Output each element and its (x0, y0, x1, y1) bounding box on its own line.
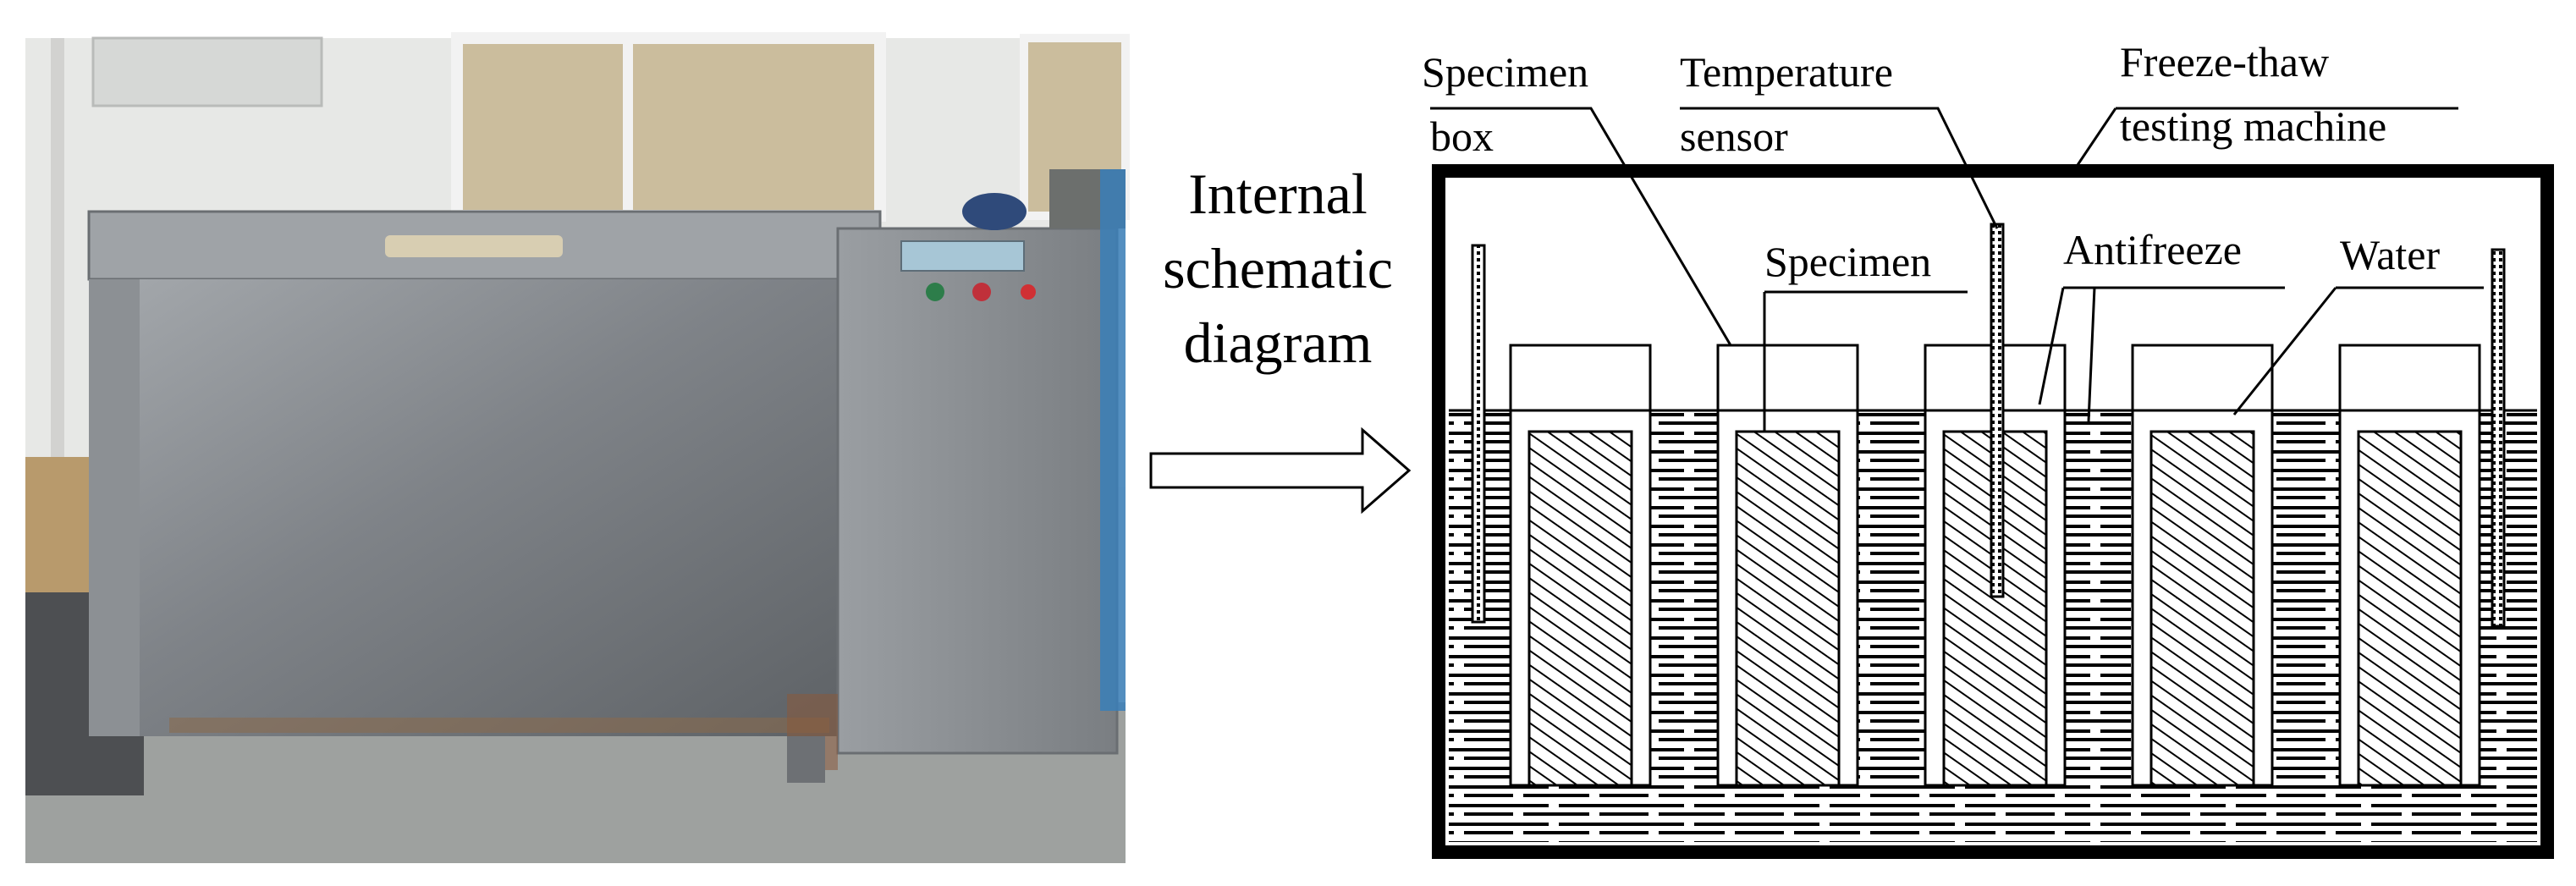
arrow-caption-line-1: Internal (1188, 162, 1367, 226)
specimen-5 (2357, 430, 2463, 787)
photo-red-button-1 (972, 283, 991, 301)
label-antifreeze: Antifreeze (2063, 226, 2242, 273)
temperature-sensor-right (2491, 248, 2506, 628)
label-temperature-sensor-2: sensor (1680, 113, 1788, 160)
label-water: Water (2340, 231, 2440, 278)
photo-control-panel (900, 240, 1025, 272)
photo-lid-handle (385, 235, 563, 257)
leader-water (2232, 286, 2484, 415)
temperature-sensor-left (1471, 244, 1486, 624)
specimen-4 (2149, 430, 2255, 787)
bottom-liquid-band (1449, 787, 2537, 842)
photo-window (451, 32, 886, 222)
photo-control-cabinet (836, 227, 1119, 755)
specimen-2 (1735, 430, 1841, 787)
label-specimen-box-1: Specimen (1422, 48, 1588, 96)
leader-machine (2076, 107, 2458, 166)
transition-arrow: Internal schematic diagram (1149, 162, 1412, 515)
photo-red-button-2 (1021, 284, 1036, 300)
arrow-caption-line-2: schematic (1163, 236, 1393, 300)
leader-antifreeze (2038, 286, 2285, 422)
label-temperature-sensor-1: Temperature (1680, 48, 1893, 96)
photo-wall-box (91, 36, 323, 107)
internal-schematic: Specimen box Temperature sensor Freeze-t… (1422, 38, 2554, 859)
photo-green-button (926, 283, 944, 301)
arrow-caption-line-3: diagram (1184, 311, 1373, 375)
leader-specimen (1763, 290, 1968, 432)
label-machine-2: testing machine (2120, 102, 2386, 150)
label-machine-1: Freeze-thaw (2120, 38, 2329, 85)
specimen-1 (1527, 430, 1633, 787)
photo-machine-body (102, 279, 838, 736)
leader-specimen-box (1430, 107, 1732, 346)
label-specimen: Specimen (1764, 238, 1931, 285)
leader-temperature-sensor (1680, 107, 1999, 229)
label-specimen-box-2: box (1430, 113, 1494, 160)
machine-photo (25, 32, 1130, 863)
temperature-sensor-middle (1990, 223, 2005, 598)
right-arrow-icon (1149, 426, 1412, 515)
